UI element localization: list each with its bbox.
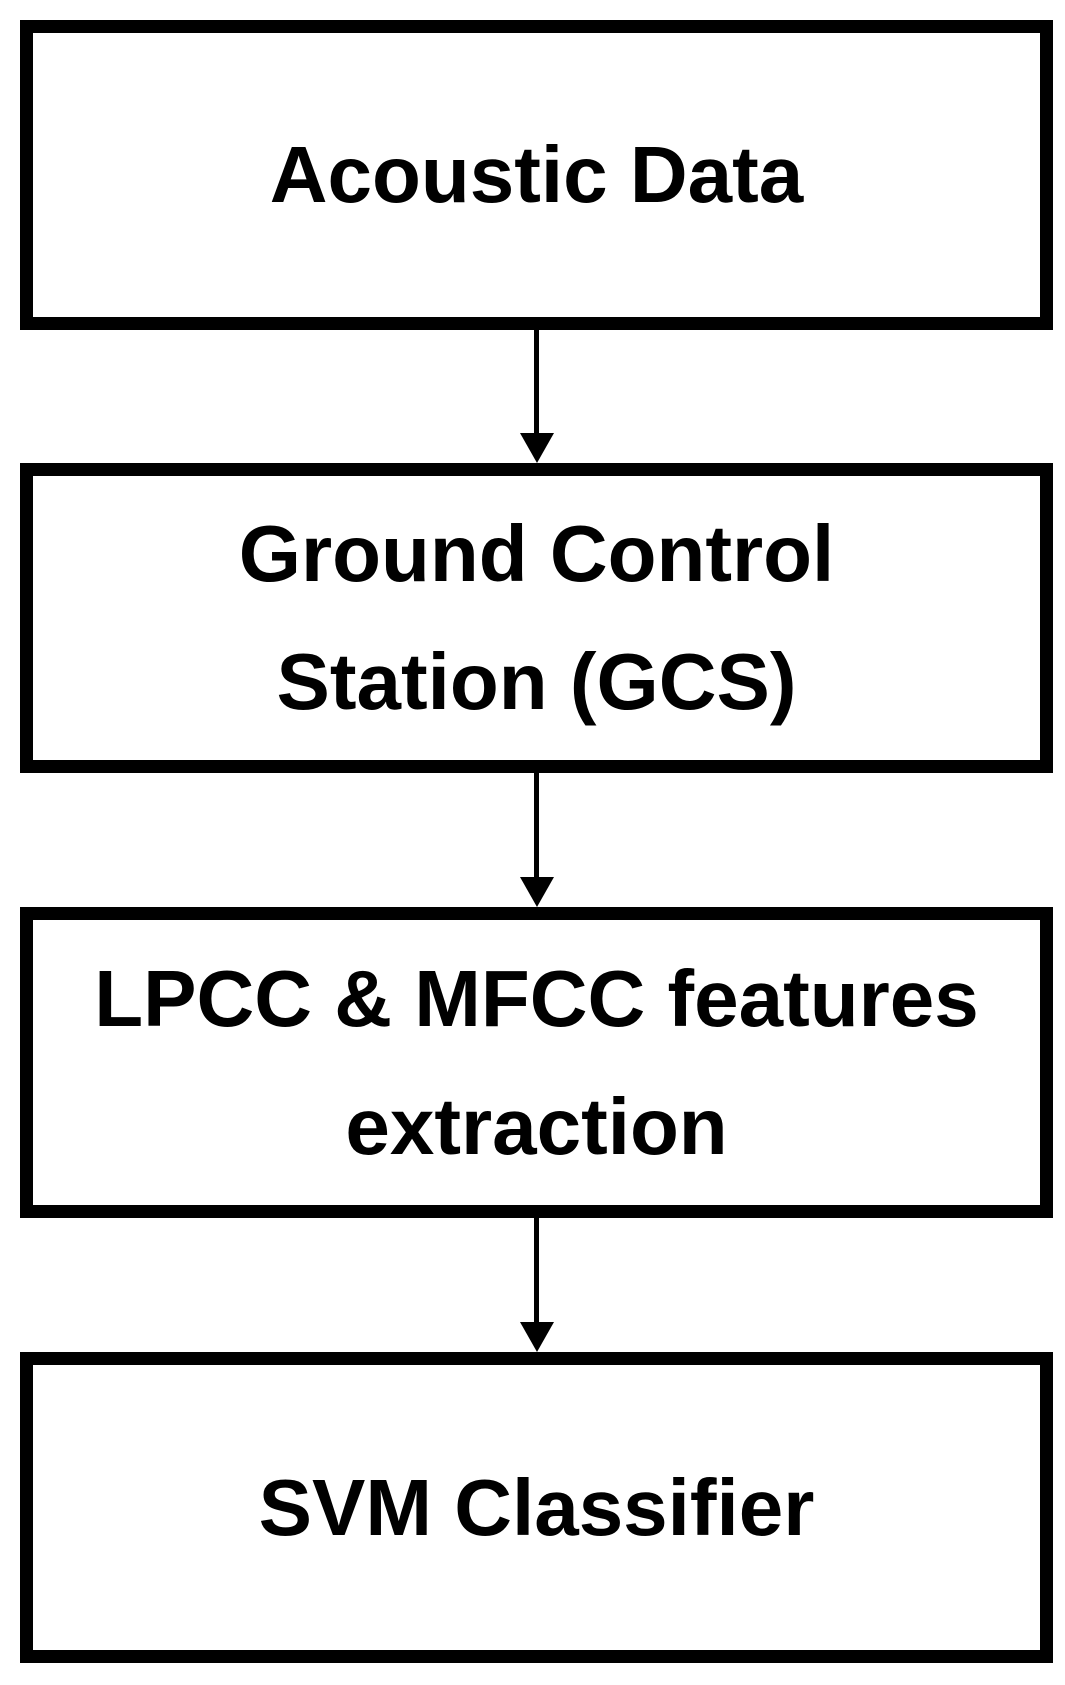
arrow-shaft <box>534 773 539 877</box>
node-svm-classifier: SVM Classifier <box>20 1352 1053 1663</box>
arrow-acoustic-to-gcs <box>519 330 554 463</box>
node-ground-control-station-label: Ground Control Station (GCS) <box>239 490 834 746</box>
node-feature-extraction: LPCC & MFCC features extraction <box>20 907 1053 1218</box>
node-feature-extraction-label: LPCC & MFCC features extraction <box>94 935 979 1191</box>
node-label-line: Acoustic Data <box>269 130 804 219</box>
node-svm-classifier-label: SVM Classifier <box>259 1444 815 1572</box>
arrowhead-down-icon <box>519 433 554 463</box>
node-label-line: SVM Classifier <box>258 1462 815 1552</box>
arrowhead-down-icon <box>519 877 554 907</box>
node-acoustic-data-label: Acoustic Data <box>270 111 803 239</box>
arrow-shaft <box>534 1218 539 1322</box>
node-label-line: extraction <box>345 1081 728 1171</box>
node-label-line: LPCC & MFCC features <box>94 953 979 1043</box>
node-label-line: Ground Control <box>238 509 835 598</box>
node-label-line: Station (GCS) <box>276 637 797 726</box>
node-acoustic-data: Acoustic Data <box>20 20 1053 330</box>
arrow-gcs-to-features <box>519 773 554 907</box>
arrow-features-to-svm <box>519 1218 554 1352</box>
arrowhead-down-icon <box>519 1322 554 1352</box>
node-ground-control-station: Ground Control Station (GCS) <box>20 463 1053 773</box>
arrow-shaft <box>534 330 539 433</box>
